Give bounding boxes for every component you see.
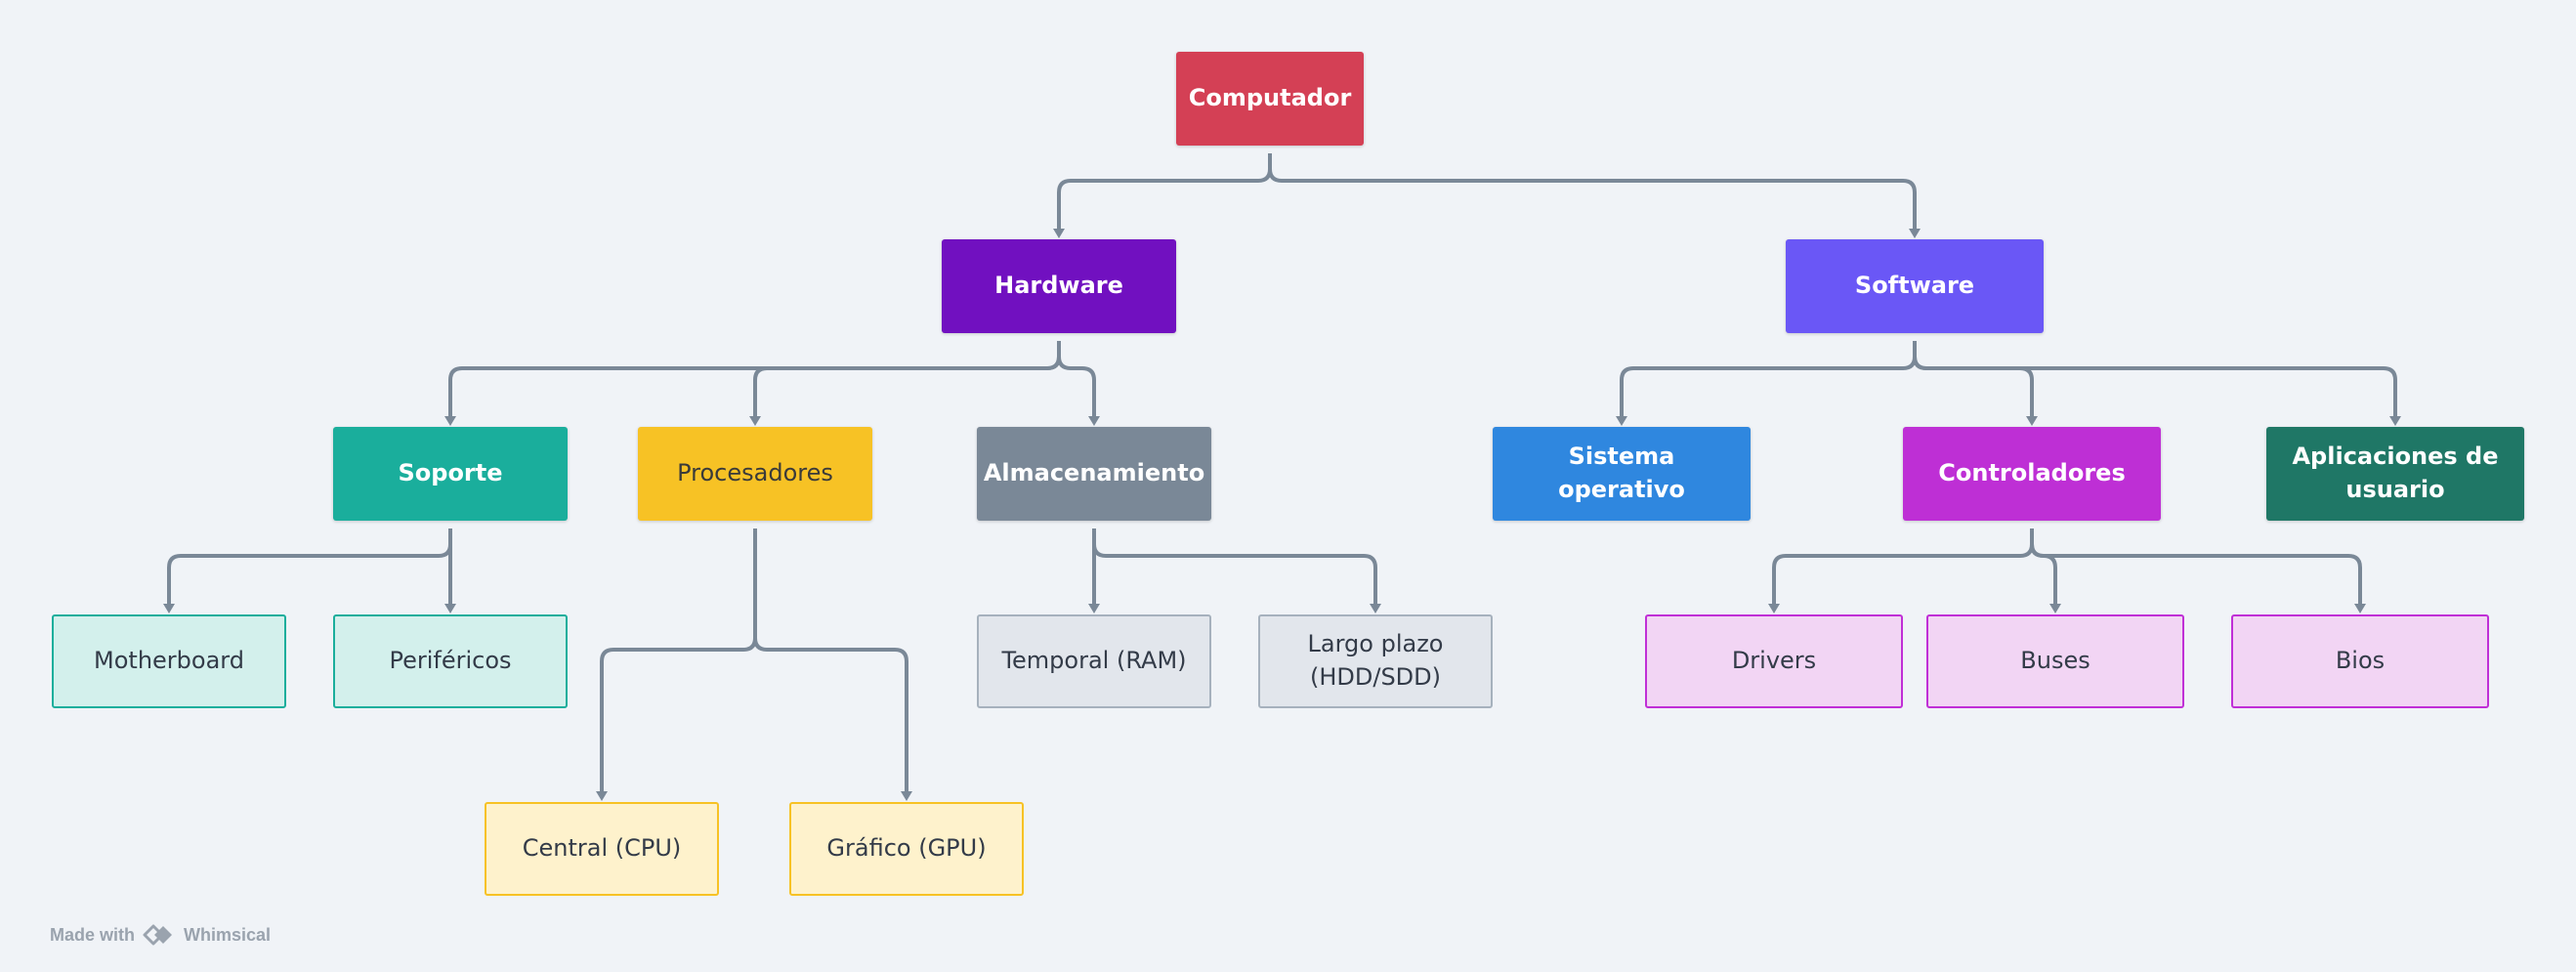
node-grafico-gpu[interactable]: Gráfico (GPU) [789,802,1024,896]
arrowhead-hardware [1053,229,1065,238]
connector-procesadores-cpu [600,528,757,791]
node-hardware[interactable]: Hardware [942,239,1176,333]
arrowhead-almacenamiento [1088,416,1100,426]
whimsical-brand-label: Whimsical [184,924,272,945]
connector-software-sistema_operativo [1620,341,1917,416]
node-software[interactable]: Software [1786,239,2044,333]
made-with-footer[interactable]: Made with Whimsical [50,921,271,949]
node-buses[interactable]: Buses [1926,614,2184,708]
arrowhead-gpu [901,791,912,801]
arrowhead-procesadores [749,416,761,426]
arrowhead-buses [2049,604,2061,613]
connector-soporte-motherboard [167,528,452,604]
connector-controladores-bios [2030,528,2362,604]
node-largo-plazo[interactable]: Largo plazo (HDD/SDD) [1258,614,1493,708]
node-procesadores[interactable]: Procesadores [638,427,872,521]
node-perifericos[interactable]: Periféricos [333,614,568,708]
arrowhead-controladores [2026,416,2038,426]
arrowhead-perifericos [444,604,456,613]
arrowhead-sistema_operativo [1616,416,1627,426]
arrowhead-drivers [1768,604,1780,613]
connector-hardware-procesadores [753,341,1061,416]
node-computador[interactable]: Computador [1176,52,1364,146]
connector-controladores-buses [2030,528,2057,604]
arrowhead-largo_plazo [1370,604,1381,613]
connector-hardware-almacenamiento [1057,341,1096,416]
made-with-label: Made with [50,924,136,945]
arrowhead-bios [2354,604,2366,613]
connector-computador-software [1268,153,1917,229]
node-drivers[interactable]: Drivers [1645,614,1903,708]
arrowhead-software [1909,229,1921,238]
arrowhead-aplicaciones [2389,416,2401,426]
node-controladores[interactable]: Controladores [1903,427,2161,521]
arrowhead-cpu [596,791,608,801]
node-central-cpu[interactable]: Central (CPU) [485,802,719,896]
node-soporte[interactable]: Soporte [333,427,568,521]
node-bios[interactable]: Bios [2231,614,2489,708]
connector-software-controladores [1913,341,2034,416]
connector-almacenamiento-largo_plazo [1092,528,1377,604]
arrowhead-temporal [1088,604,1100,613]
connector-procesadores-gpu [753,528,908,791]
connector-software-aplicaciones [1913,341,2397,416]
node-almacenamiento[interactable]: Almacenamiento [977,427,1211,521]
arrowhead-motherboard [163,604,175,613]
node-aplicaciones-de-usuario[interactable]: Aplicaciones de usuario [2266,427,2524,521]
whimsical-logo-icon [143,924,173,946]
node-temporal-ram[interactable]: Temporal (RAM) [977,614,1211,708]
connector-computador-hardware [1057,153,1272,229]
node-sistema-operativo[interactable]: Sistema operativo [1493,427,1751,521]
node-motherboard[interactable]: Motherboard [52,614,286,708]
arrowhead-soporte [444,416,456,426]
connector-controladores-drivers [1772,528,2034,604]
